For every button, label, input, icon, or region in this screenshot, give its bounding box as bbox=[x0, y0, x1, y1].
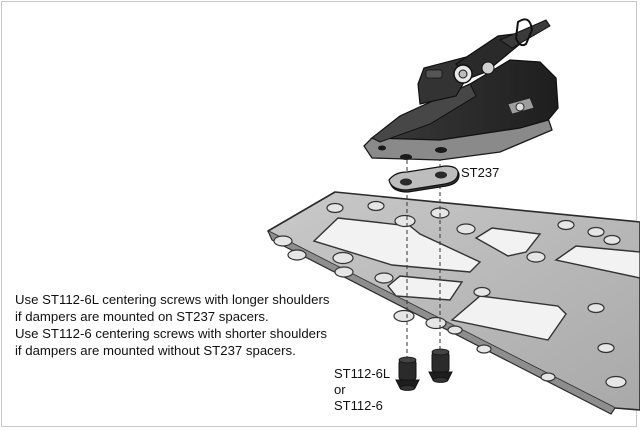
screw-or-label: or bbox=[334, 382, 346, 397]
alignment-lines bbox=[406, 150, 441, 360]
screw-long-label: ST112-6L bbox=[334, 366, 391, 381]
centering-screw-left bbox=[395, 356, 420, 391]
st237-spacer bbox=[388, 165, 460, 193]
screw-short-label: ST112-6 bbox=[334, 398, 383, 413]
instruction-line: Use ST112-6 centering screws with shorte… bbox=[15, 326, 327, 341]
instruction-line: if dampers are mounted on ST237 spacers. bbox=[15, 309, 269, 324]
mounting-instructions: Use ST112-6L centering screws with longe… bbox=[15, 291, 345, 359]
centering-screw-right bbox=[428, 348, 453, 383]
screw-callout: ST112-6L or ST112-6 bbox=[334, 366, 390, 414]
damper-assembly bbox=[363, 18, 559, 161]
instruction-line: if dampers are mounted without ST237 spa… bbox=[15, 343, 296, 358]
instruction-line: Use ST112-6L centering screws with longe… bbox=[15, 292, 330, 307]
spacer-callout: ST237 bbox=[461, 165, 500, 180]
